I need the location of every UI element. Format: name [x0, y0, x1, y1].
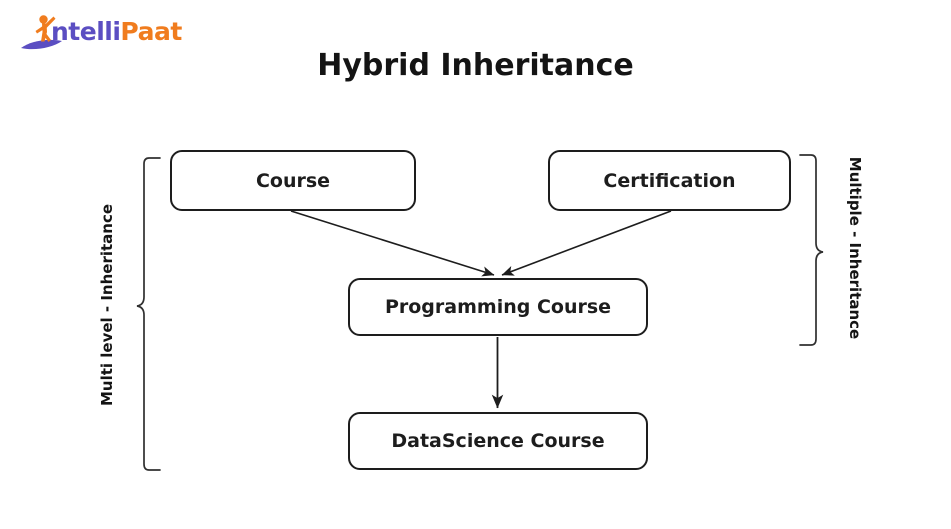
node-certification-label: Certification: [603, 169, 736, 192]
intellipaat-logo: ntelliPaat: [18, 10, 182, 56]
logo-word-part-1: ntelli: [51, 17, 121, 46]
node-course[interactable]: Course: [170, 150, 416, 211]
person-surfboard-icon: [21, 15, 62, 50]
logo-wordmark: ntelliPaat: [51, 17, 182, 46]
brace-multilevel: [136, 157, 161, 471]
node-programming-course[interactable]: Programming Course: [348, 278, 648, 336]
edge-certification-to-programming: [501, 210, 672, 276]
node-course-label: Course: [255, 169, 331, 192]
node-certification[interactable]: Certification: [548, 150, 791, 211]
brace-multiple: [799, 154, 824, 346]
page-title: Hybrid Inheritance: [317, 48, 634, 83]
node-programming-course-label: Programming Course: [384, 296, 612, 318]
node-datascience-course-label: DataScience Course: [391, 430, 605, 452]
edge-course-to-programming: [290, 210, 495, 277]
node-datascience-course[interactable]: DataScience Course: [348, 412, 648, 470]
logo-word-part-2: Paat: [120, 17, 182, 46]
